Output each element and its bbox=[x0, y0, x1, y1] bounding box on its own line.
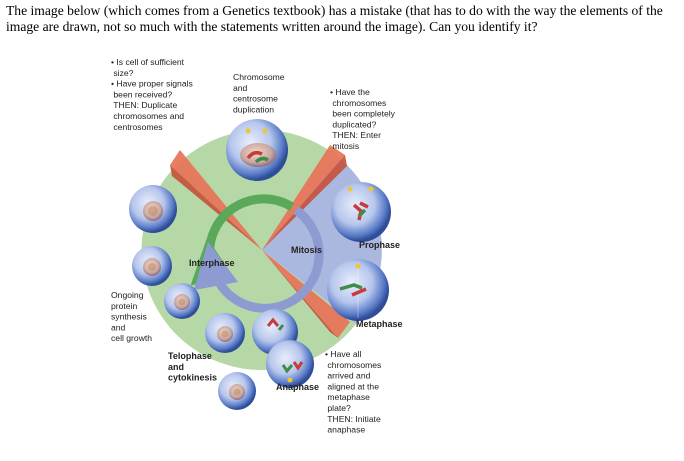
question-text: The image below (which comes from a Gene… bbox=[6, 3, 663, 34]
text-line: cytokinesis bbox=[168, 373, 217, 383]
g2-checkpoint-wedge bbox=[262, 145, 345, 250]
text-line: been received? bbox=[111, 89, 172, 99]
text-line: anaphase bbox=[325, 425, 365, 435]
text-line: duplication bbox=[233, 104, 274, 114]
prophase-cell bbox=[331, 182, 391, 242]
text-line: Telophase bbox=[168, 351, 212, 361]
text-line: protein bbox=[111, 301, 137, 311]
text-line: THEN: Enter bbox=[330, 130, 381, 140]
telophase-cell-lower bbox=[218, 372, 256, 410]
text-line: Chromosome bbox=[233, 72, 285, 82]
text-line: aligned at the bbox=[325, 381, 379, 391]
text-line: plate? bbox=[325, 403, 351, 413]
metaphase-cell bbox=[327, 259, 389, 321]
telophase-cell-upper bbox=[205, 313, 245, 353]
interphase-cell-2 bbox=[132, 246, 172, 286]
text-line: • Is cell of sufficient bbox=[111, 57, 185, 67]
text-line: synthesis bbox=[111, 312, 147, 322]
text-line: THEN: Initiate bbox=[325, 414, 381, 424]
interphase-label: Interphase bbox=[189, 258, 235, 268]
duplication-cell bbox=[226, 119, 288, 181]
interphase-cell-3 bbox=[164, 283, 200, 319]
mitosis-label: Mitosis bbox=[291, 245, 322, 255]
text-line: • Have the bbox=[330, 87, 370, 97]
g2-checkpoint-wedge-side bbox=[262, 155, 347, 250]
g1-checkpoint-text: • Is cell of sufficient size?• Have prop… bbox=[111, 57, 193, 132]
text-line: metaphase bbox=[325, 392, 370, 402]
interphase-cell-1 bbox=[129, 185, 177, 233]
g1-checkpoint-wedge bbox=[170, 150, 262, 250]
text-line: • Have proper signals bbox=[111, 79, 193, 89]
text-line: and bbox=[233, 83, 248, 93]
g1-checkpoint-wedge-side bbox=[170, 165, 262, 250]
text-line: THEN: Duplicate bbox=[111, 100, 177, 110]
text-line: duplicated? bbox=[330, 119, 377, 129]
text-line: centrosome bbox=[233, 94, 278, 104]
text-line: • Have all bbox=[325, 349, 362, 359]
text-line: and bbox=[168, 362, 184, 372]
text-line: chromosomes bbox=[325, 360, 381, 370]
text-line: mitosis bbox=[330, 141, 359, 151]
g2-checkpoint-text: • Have the chromosomes been completely d… bbox=[330, 87, 396, 151]
metaphase-label: Metaphase bbox=[356, 319, 403, 329]
text-line: been completely bbox=[330, 109, 396, 119]
text-line: chromosomes and bbox=[111, 111, 184, 121]
text-line: size? bbox=[111, 68, 134, 78]
anaphase-cell-lower bbox=[266, 340, 314, 388]
anaphase-label: Anaphase bbox=[276, 382, 319, 392]
text-line: cell growth bbox=[111, 333, 152, 343]
mitosis-arrow bbox=[193, 206, 324, 313]
text-line: chromosomes bbox=[330, 98, 386, 108]
text-line: Ongoing bbox=[111, 290, 144, 300]
text-line: arrived and bbox=[325, 371, 371, 381]
m-checkpoint-text: • Have all chromosomes arrived and align… bbox=[325, 349, 381, 435]
prophase-label: Prophase bbox=[359, 240, 400, 250]
text-line: and bbox=[111, 322, 126, 332]
text-line: centrosomes bbox=[111, 122, 163, 132]
